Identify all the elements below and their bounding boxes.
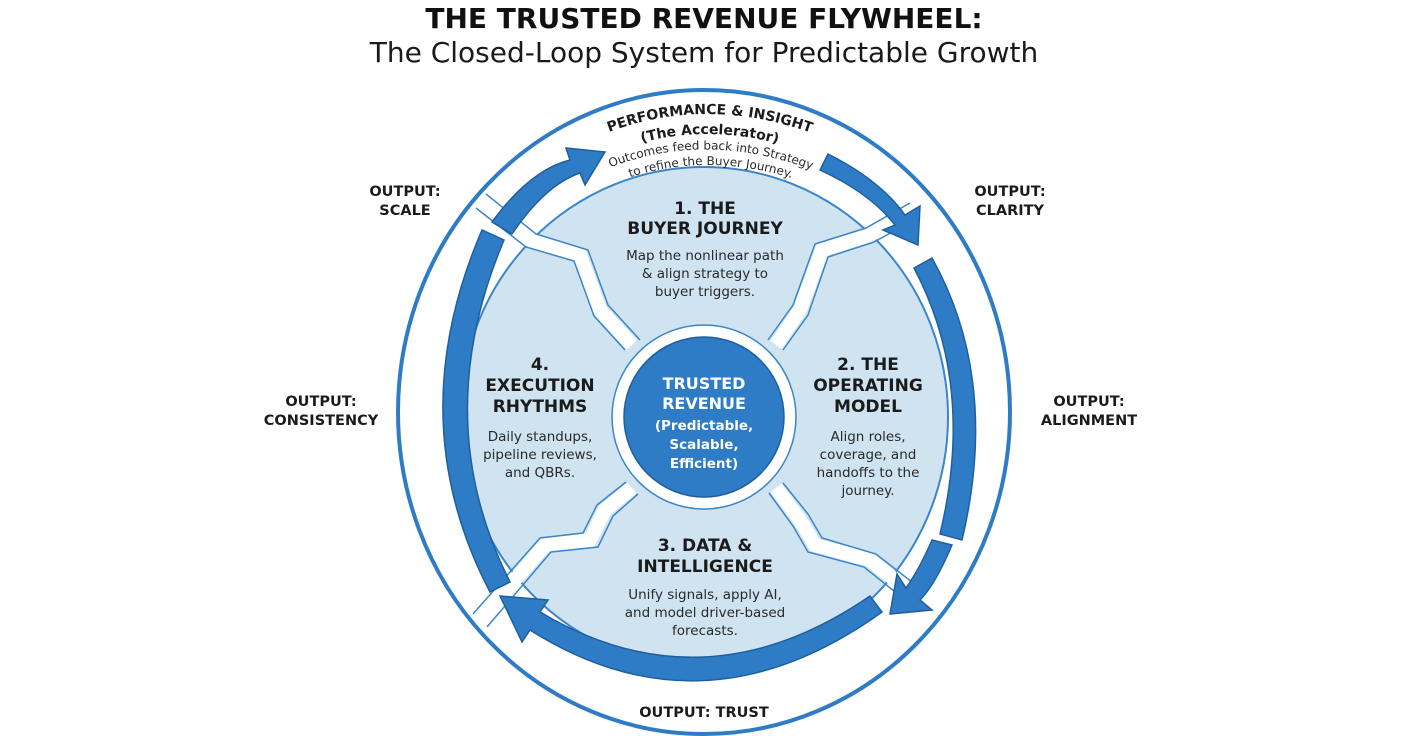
center-line: (Predictable, <box>655 418 753 434</box>
outer-ring <box>396 88 1012 736</box>
output-label-line: CONSISTENCY <box>263 413 379 429</box>
output-label-line: SCALE <box>379 203 431 219</box>
diagram-title: THE TRUSTED REVENUE FLYWHEEL: <box>425 2 983 35</box>
segment-desc-line: pipeline reviews, <box>483 447 597 463</box>
arrow-top-right <box>818 152 921 247</box>
output-label-line: OUTPUT: <box>974 184 1046 200</box>
segment-execution-rhythms: 4. EXECUTION RHYTHMS Daily standups, pip… <box>483 355 597 481</box>
segment-operating-model: 2. THE OPERATING MODEL Align roles, cove… <box>813 355 923 499</box>
segment-title-line: OPERATING <box>813 376 923 396</box>
center-label: TRUSTED REVENUE (Predictable, Scalable, … <box>655 374 753 472</box>
segment-desc-line: handoffs to the <box>817 465 920 481</box>
segment-title-line: 4. <box>531 355 549 375</box>
segment-desc-line: Align roles, <box>830 429 905 445</box>
center-line: REVENUE <box>662 394 746 413</box>
center-line: TRUSTED <box>663 374 746 393</box>
segment-desc-line: Unify signals, apply AI, <box>628 587 781 603</box>
segment-title-line: EXECUTION <box>485 376 594 396</box>
flywheel-arrows <box>442 147 977 682</box>
output-label-trust: OUTPUT: TRUST <box>620 704 788 723</box>
segment-desc-line: Map the nonlinear path <box>626 248 784 264</box>
output-label-line: OUTPUT: <box>1053 394 1125 410</box>
output-label-line: OUTPUT: <box>285 394 357 410</box>
segment-desc-line: and model driver-based <box>625 605 786 621</box>
segment-title-line: 3. DATA & <box>658 536 753 556</box>
output-label-line: CLARITY <box>975 203 1045 219</box>
segment-buyer-journey: 1. THE BUYER JOURNEY Map the nonlinear p… <box>626 199 784 300</box>
segment-desc-line: journey. <box>840 483 894 499</box>
center-circle <box>623 336 785 498</box>
center-line: Efficient) <box>670 456 738 472</box>
segment-desc-line: buyer triggers. <box>655 284 755 300</box>
segment-desc-line: coverage, and <box>820 447 917 463</box>
output-label-clarity: OUTPUT: CLARITY <box>955 183 1065 221</box>
output-label-line: OUTPUT: TRUST <box>639 705 769 721</box>
segment-desc-line: Daily standups, <box>488 429 593 445</box>
segment-data-intelligence: 3. DATA & INTELLIGENCE Unify signals, ap… <box>625 536 786 639</box>
output-label-line: OUTPUT: <box>369 184 441 200</box>
segment-title-line: BUYER JOURNEY <box>627 219 783 239</box>
segment-title-line: 1. THE <box>674 199 736 219</box>
segment-title-line: 2. THE <box>837 355 899 375</box>
segment-title-line: MODEL <box>834 397 902 417</box>
output-label-alignment: OUTPUT: ALIGNMENT <box>1030 393 1148 431</box>
segment-title-line: INTELLIGENCE <box>637 557 773 577</box>
center-line: Scalable, <box>669 437 738 453</box>
segment-desc-line: and QBRs. <box>505 465 575 481</box>
diagram-subtitle: The Closed-Loop System for Predictable G… <box>369 36 1039 69</box>
segment-title-line: RHYTHMS <box>493 397 588 417</box>
arrow-top-left <box>490 147 607 236</box>
output-label-scale: OUTPUT: SCALE <box>350 183 460 221</box>
output-label-consistency: OUTPUT: CONSISTENCY <box>250 393 392 431</box>
arrow-bottom <box>498 594 884 682</box>
segment-desc-line: forecasts. <box>672 623 738 639</box>
segment-desc-line: & align strategy to <box>642 266 768 282</box>
output-label-line: ALIGNMENT <box>1040 413 1138 429</box>
arrow-left <box>442 229 512 594</box>
arrow-lower-right <box>889 539 954 615</box>
arrow-right <box>912 256 977 541</box>
